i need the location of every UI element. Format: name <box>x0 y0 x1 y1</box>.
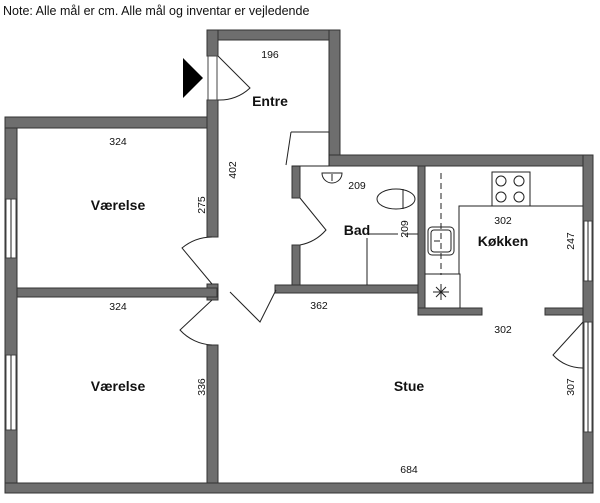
windows <box>5 55 593 433</box>
dim-koekken-width: 302 <box>494 215 512 227</box>
dim-bad-length: 209 <box>399 220 411 238</box>
dim-stue-width-mid: 302 <box>494 324 512 336</box>
doors <box>179 55 584 369</box>
door-swing <box>217 55 251 101</box>
room-label-stue: Stue <box>394 378 425 394</box>
room-label-koekken: Køkken <box>478 233 529 249</box>
toilet-icon <box>376 188 416 210</box>
room-label-vaerelse-top: Værelse <box>91 197 146 213</box>
cabinet <box>285 131 330 167</box>
door-swing <box>552 321 584 369</box>
dim-entre-width: 196 <box>261 49 279 61</box>
dim-koekken-length: 247 <box>565 232 577 250</box>
entrance-arrow-icon <box>183 58 203 98</box>
kitchen-fixtures <box>425 171 583 308</box>
door-swing <box>181 236 213 285</box>
dim-vaerelse-top-width: 324 <box>109 136 127 148</box>
dim-stue-width-top: 362 <box>310 300 328 312</box>
fan-icon <box>433 284 449 300</box>
sink-icon <box>321 172 343 184</box>
dim-entre-length: 402 <box>227 161 239 179</box>
dim-vaerelse-bottom-width: 324 <box>109 301 127 313</box>
dim-stue-width-bottom: 684 <box>400 464 418 476</box>
entrance-opening <box>207 55 218 101</box>
dim-stue-length: 307 <box>565 378 577 396</box>
room-label-entre: Entre <box>252 93 288 109</box>
door-swing <box>229 289 277 323</box>
dim-vaerelse-top-length: 275 <box>196 196 208 214</box>
room-label-vaerelse-bottom: Værelse <box>91 378 146 394</box>
plan-note: Note: Alle mål er cm. Alle mål og invent… <box>3 4 310 18</box>
stove-icon <box>491 171 531 207</box>
kitchen-sink-icon <box>427 226 455 256</box>
room-label-bad: Bad <box>344 222 370 238</box>
dim-bad-width: 209 <box>348 180 366 192</box>
bathroom-fixtures <box>321 172 418 285</box>
walls <box>4 29 594 494</box>
dim-vaerelse-bottom-length: 336 <box>196 378 208 396</box>
door-swing <box>299 197 327 246</box>
door-swing <box>179 299 213 346</box>
